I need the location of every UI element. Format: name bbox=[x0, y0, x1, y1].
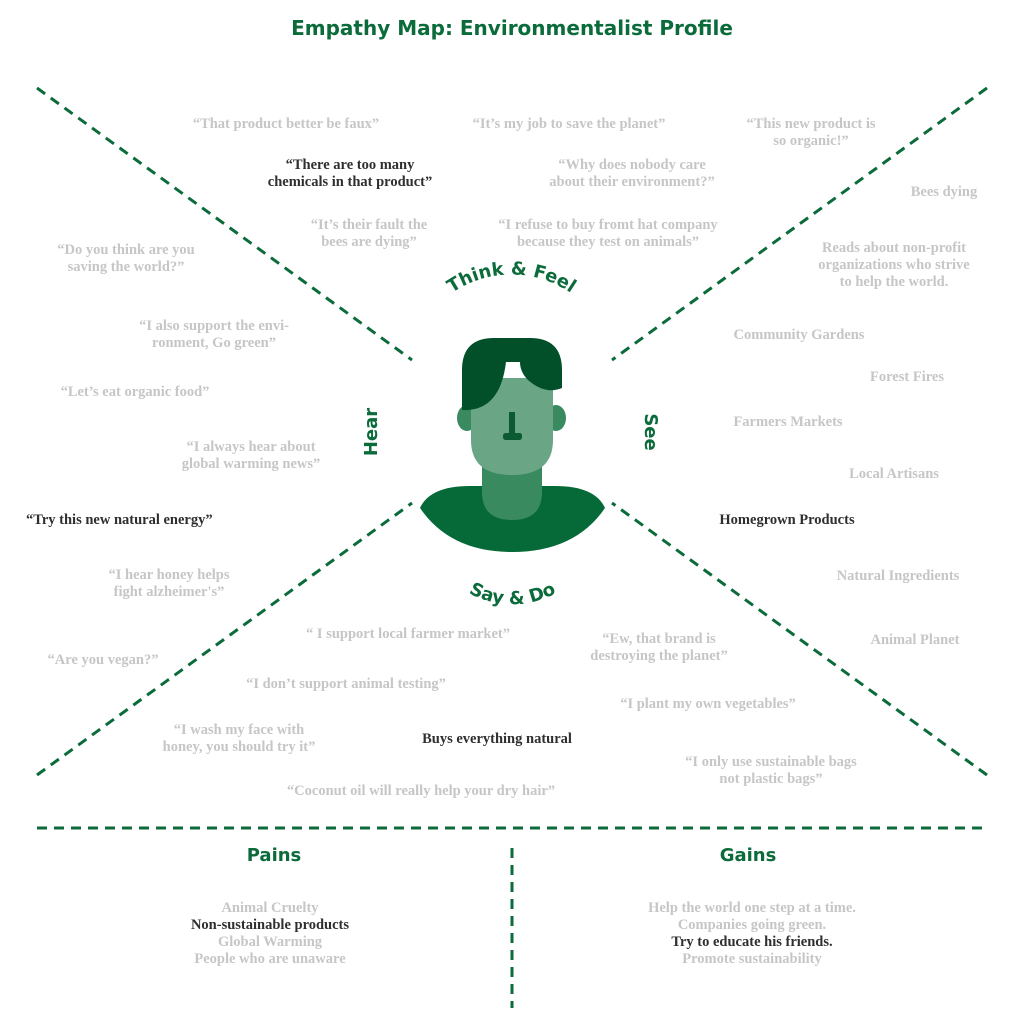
hear-item: “Let’s eat organic food” bbox=[60, 384, 210, 400]
quadrant-label-say-do: Say & Do bbox=[466, 578, 559, 609]
think-feel-item: “Why does nobody care about their enviro… bbox=[549, 157, 715, 190]
gains-item-highlighted: Try to educate his friends. bbox=[671, 934, 833, 950]
pains-item: Animal Cruelty bbox=[221, 900, 319, 916]
divider-top-right bbox=[611, 86, 988, 362]
think-feel-item: “I refuse to buy fromt hat company becau… bbox=[498, 217, 718, 250]
hear-item: “I also support the envi- ronment, Go gr… bbox=[139, 318, 289, 351]
hear-item-highlighted: “Try this new natural energy” bbox=[26, 512, 213, 528]
think-feel-item: “It’s my job to save the planet” bbox=[472, 116, 666, 132]
gains-heading: Gains bbox=[719, 845, 777, 866]
say-do-item: “I wash my face with honey, you should t… bbox=[162, 722, 316, 755]
quadrant-label-hear: Hear bbox=[361, 408, 382, 456]
gains-item: Promote sustainability bbox=[682, 951, 822, 967]
see-item: Reads about non-profit organizations who… bbox=[818, 240, 970, 290]
say-do-item: “Ew, that brand is destroying the planet… bbox=[590, 631, 728, 664]
hear-item: “I always hear about global warming news… bbox=[181, 439, 321, 472]
say-do-item: “Coconut oil will really help your dry h… bbox=[286, 783, 556, 799]
say-do-item: “I don’t support animal testing” bbox=[246, 676, 446, 692]
see-item: Natural Ingredients bbox=[836, 568, 960, 584]
see-item: Farmers Markets bbox=[733, 414, 843, 430]
think-feel-item: “It’s their fault the bees are dying” bbox=[310, 217, 428, 250]
pains-item: People who are unaware bbox=[194, 951, 346, 967]
divider-bottom-left bbox=[36, 501, 413, 777]
see-item: Community Gardens bbox=[733, 327, 865, 343]
gains-item: Companies going green. bbox=[677, 917, 827, 933]
hear-item: “I hear honey helps fight alzheimer's” bbox=[108, 567, 230, 600]
page-title: Empathy Map: Environmentalist Profile bbox=[291, 16, 733, 40]
say-do-item-highlighted: Buys everything natural bbox=[422, 731, 572, 747]
person-hair bbox=[462, 338, 562, 411]
pains-list: Animal Cruelty Non-sustainable products … bbox=[191, 900, 349, 968]
divider-bottom-right bbox=[611, 501, 988, 777]
pains-item: Global Warming bbox=[217, 934, 323, 950]
gains-item: Help the world one step at a time. bbox=[648, 900, 856, 916]
say-do-item: “I only use sustainable bags not plastic… bbox=[685, 754, 857, 787]
see-item-highlighted: Homegrown Products bbox=[719, 512, 855, 528]
pains-item-highlighted: Non-sustainable products bbox=[190, 917, 350, 933]
see-item: “This new product is so organic!” bbox=[746, 116, 876, 149]
see-item: Forest Fires bbox=[870, 369, 944, 385]
quadrant-label-think-feel: Think & Feel bbox=[444, 258, 580, 297]
think-feel-item: “That product better be faux” bbox=[192, 116, 380, 132]
think-feel-item-highlighted: “There are too many chemicals in that pr… bbox=[267, 157, 433, 190]
see-item: Animal Planet bbox=[870, 632, 960, 648]
say-do-item: “ I support local farmer market” bbox=[306, 626, 510, 642]
gains-list: Help the world one step at a time. Compa… bbox=[648, 900, 856, 968]
divider-top-left bbox=[36, 86, 413, 362]
pains-heading: Pains bbox=[246, 845, 302, 866]
hear-item: “Do you think are you saving the world?” bbox=[57, 242, 195, 275]
person-nose bbox=[503, 412, 522, 440]
see-item: Local Artisans bbox=[849, 466, 939, 482]
quadrant-label-see: See bbox=[640, 413, 661, 450]
see-item: Bees dying bbox=[910, 184, 978, 200]
hear-item: “Are you vegan?” bbox=[47, 652, 159, 668]
say-do-item: “I plant my own vegetables” bbox=[620, 696, 796, 712]
person-illustration bbox=[420, 338, 605, 552]
